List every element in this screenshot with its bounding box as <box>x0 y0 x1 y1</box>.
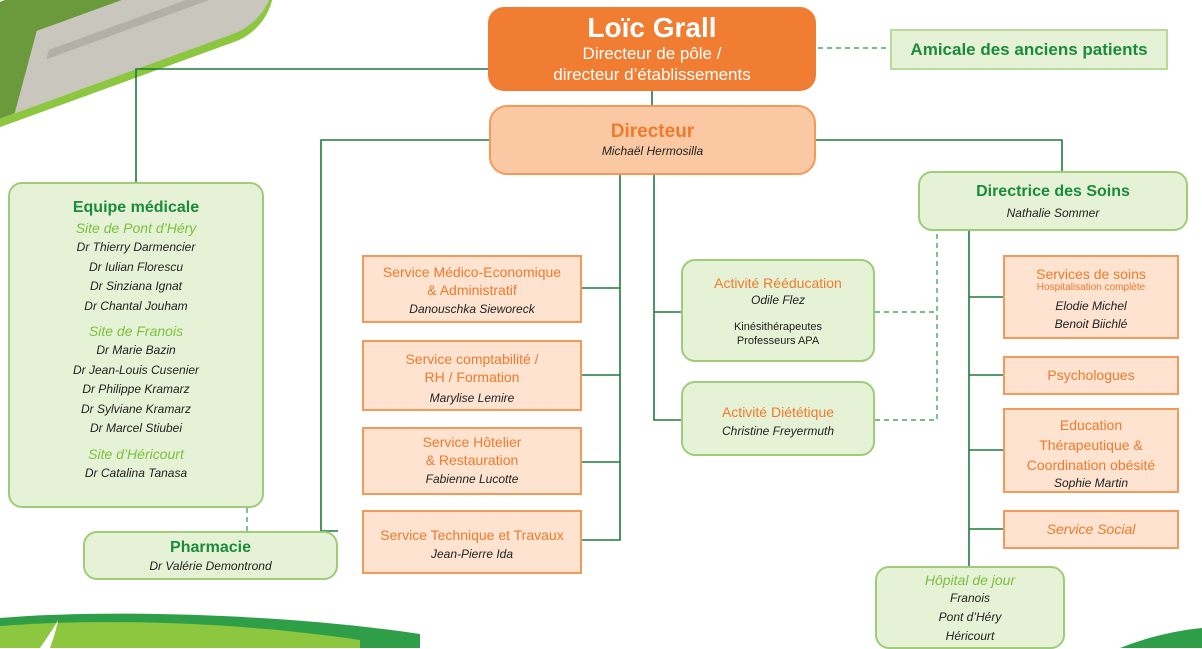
pharmacie-name: Dr Valérie Demontrond <box>149 559 272 573</box>
doctor-name: Dr Marie Bazin <box>96 343 176 357</box>
hdj-site: Pont d’Héry <box>938 610 1002 624</box>
doctor-name: Dr Philippe Kramarz <box>82 382 190 396</box>
reeducation-title: Activité Rééducation <box>714 275 842 291</box>
amicale-box: Amicale des anciens patients <box>890 29 1168 70</box>
hdj-title: Hôpital de jour <box>924 572 1016 588</box>
services-soins-sub: Hospitalisation complète <box>1036 282 1146 293</box>
education-name: Sophie Martin <box>1053 476 1129 490</box>
doctor-name: Dr Marcel Stiubei <box>89 421 183 435</box>
services-soins-name2: Benoit Biichlé <box>1054 317 1128 331</box>
pole-director-role-line2: directeur d’établissements <box>553 65 751 84</box>
site-name: Site de Pont d’Héry <box>75 220 197 236</box>
service-head-name: Fabienne Lucotte <box>425 472 519 486</box>
education-box: Education Thérapeutique & Coordination o… <box>1003 408 1179 493</box>
service-social-box: Service Social <box>1003 510 1179 549</box>
reeducation-line2: Professeurs APA <box>736 335 820 347</box>
doctor-name: Dr Sylviane Kramarz <box>80 401 192 416</box>
dietetique-name: Christine Freyermuth <box>721 424 835 438</box>
psychologues-box: Psychologues <box>1003 356 1179 395</box>
service-title-line2: & Administratif <box>427 282 517 298</box>
amicale-label: Amicale des anciens patients <box>910 40 1148 59</box>
psychologues-title: Psychologues <box>1047 367 1135 383</box>
pharmacie-title: Pharmacie <box>170 539 251 556</box>
reeducation-name: Odile Flez <box>750 293 806 307</box>
directeur-name: Michaël Hermosilla <box>601 144 704 158</box>
services-soins-title: Services de soins <box>1036 266 1146 282</box>
education-line1: Education <box>1059 417 1123 433</box>
activite-dietetique-box: Activité Diététique Christine Freyermuth <box>681 381 875 456</box>
service-hotelier-box: Service Hôtelier & Restauration Fabienne… <box>362 427 582 495</box>
activite-reeducation-box: Activité Rééducation Odile Flez Kinésith… <box>681 259 875 362</box>
pole-director-name: Loïc Grall <box>587 12 717 43</box>
service-title-line2: & Restauration <box>425 452 519 468</box>
directeur-title: Directeur <box>610 121 695 142</box>
service-comptabilite-box: Service comptabilité / RH / Formation Ma… <box>362 340 582 411</box>
service-medico-eco-box: Service Médico-Economique & Administrati… <box>362 255 582 323</box>
bottom-green-wave <box>0 613 1202 648</box>
education-line3: Coordination obésité <box>1026 457 1156 473</box>
service-head-name: Marylise Lemire <box>429 391 515 405</box>
service-technique-box: Service Technique et Travaux Jean-Pierre… <box>362 510 582 574</box>
doctor-name: Dr Sinziana Ignat <box>89 279 183 293</box>
service-title-line1: Service Hôtelier <box>422 434 522 450</box>
service-head-name: Jean-Pierre Ida <box>430 547 514 561</box>
services-soins-name1: Elodie Michel <box>1055 299 1127 313</box>
service-social-title: Service Social <box>1046 521 1136 537</box>
reeducation-line1: Kinésithérapeutes <box>733 321 823 333</box>
services-soins-box: Services de soins Hospitalisation complè… <box>1003 255 1179 339</box>
service-head-name: Danouschka Sieworeck <box>409 302 535 316</box>
doctor-name: Dr Iulian Florescu <box>88 259 184 274</box>
equipe-title: Equipe médicale <box>72 199 200 216</box>
site-name: Site de Franois <box>88 323 184 339</box>
directeur-box: Directeur Michaël Hermosilla <box>489 105 816 175</box>
doctor-name: Dr Catalina Tanasa <box>84 465 188 480</box>
doctor-name: Dr Chantal Jouham <box>84 298 188 313</box>
equipe-medicale-box: Equipe médicale Site de Pont d’Héry Dr T… <box>8 182 264 508</box>
doctor-name: Dr Jean-Louis Cusenier <box>72 362 200 377</box>
service-title-line1: Service comptabilité / <box>405 351 539 367</box>
pole-director-role-line1: Directeur de pôle / <box>582 44 722 63</box>
directrice-soins-box: Directrice des Soins Nathalie Sommer <box>918 171 1188 231</box>
service-title-line1: Service Technique et Travaux <box>380 527 564 543</box>
site-name: Site d’Héricourt <box>88 445 184 462</box>
education-line2: Thérapeutique & <box>1039 437 1143 453</box>
hdj-site: Franois <box>949 591 990 605</box>
service-title-line1: Service Médico-Economique <box>382 264 562 280</box>
hdj-site: Héricourt <box>945 629 995 643</box>
doctor-name: Dr Thierry Darmencier <box>76 240 196 254</box>
pole-director-box: Loïc Grall Directeur de pôle / directeur… <box>488 7 816 91</box>
soins-name: Nathalie Sommer <box>1006 206 1100 220</box>
hopital-de-jour-box: Hôpital de jour Franois Pont d’Héry Héri… <box>875 566 1065 649</box>
pharmacie-box: Pharmacie Dr Valérie Demontrond <box>83 531 338 580</box>
soins-title: Directrice des Soins <box>976 183 1130 200</box>
service-title-line2: RH / Formation <box>424 369 520 385</box>
dietetique-title: Activité Diététique <box>721 404 835 420</box>
